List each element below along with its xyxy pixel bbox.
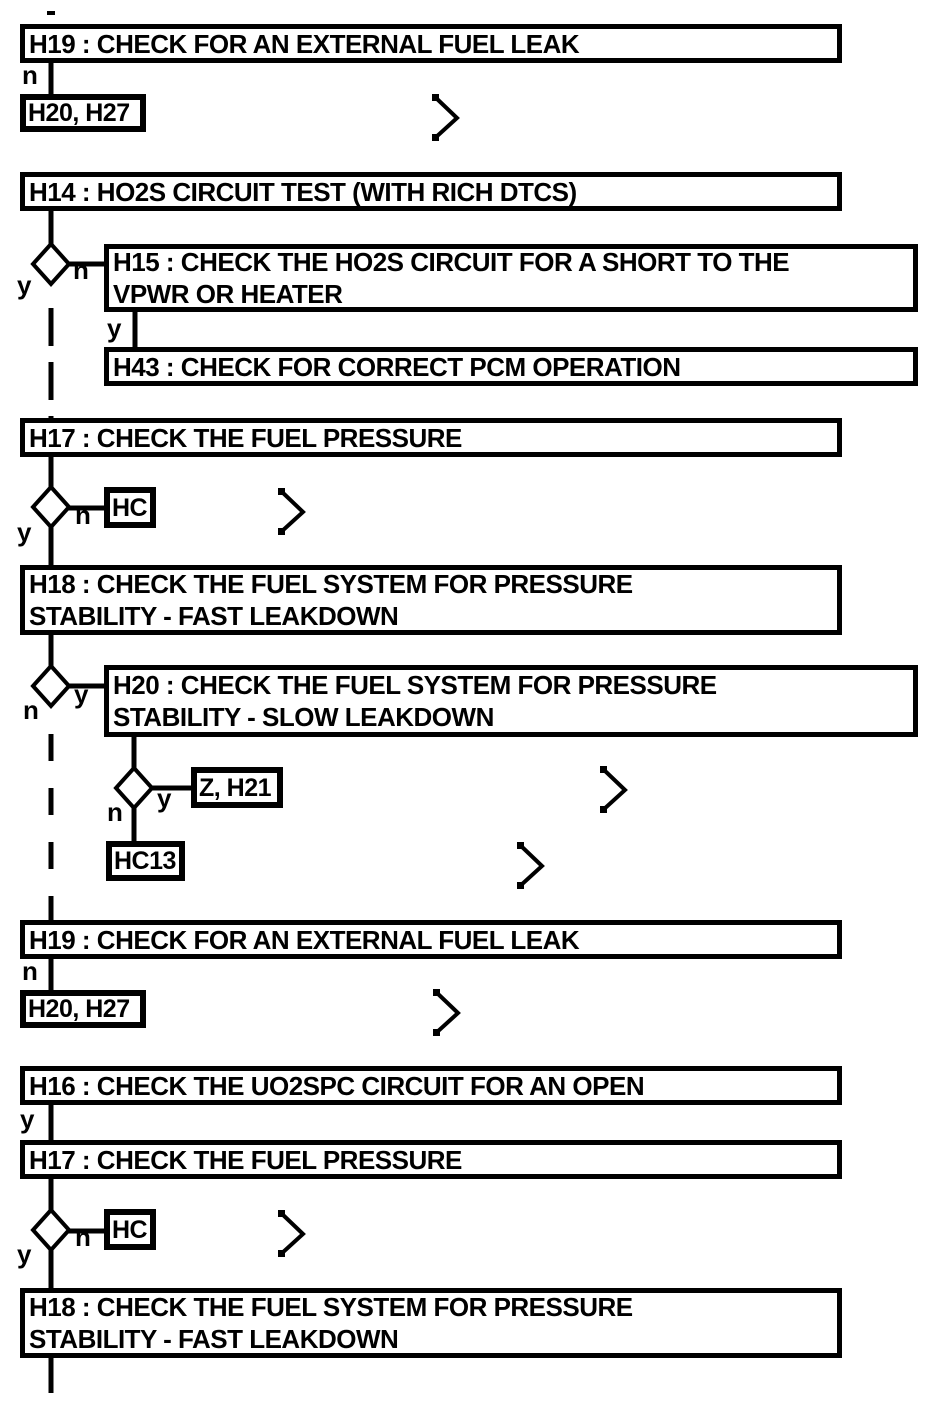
branch-label-yes: y — [20, 1104, 35, 1134]
step-label: H15 : CHECK THE HO2S CIRCUIT FOR A SHORT… — [113, 247, 790, 309]
ref-box-h20-h27-a: H20, H27 — [20, 94, 146, 132]
decision-diamond — [30, 663, 72, 709]
branch-label-yes: y — [157, 783, 172, 813]
branch-label-yes: y — [17, 1239, 32, 1269]
top-marker-dash — [47, 11, 55, 15]
branch-label-no: n — [75, 500, 91, 530]
decision-diamonds — [30, 241, 155, 1253]
step-label: H16 : CHECK THE UO2SPC CIRCUIT FOR AN OP… — [29, 1070, 645, 1101]
chevron-right-icon — [518, 843, 545, 888]
chevron-end-dots — [278, 94, 607, 1257]
branch-label-yes: y — [107, 313, 122, 343]
decision-diamond — [113, 765, 155, 811]
step-label: H18 : CHECK THE FUEL SYSTEM FOR PRESSURE… — [29, 1292, 633, 1354]
ref-box-hc-b: HC — [104, 1209, 156, 1250]
chevron-right-icon — [279, 489, 306, 534]
step-label: H19 : CHECK FOR AN EXTERNAL FUEL LEAK — [29, 924, 580, 955]
chevron-dot — [278, 488, 285, 495]
chevron-dot — [600, 806, 607, 813]
chevron-dot — [433, 989, 440, 996]
step-box-h17-b: H17 : CHECK THE FUEL PRESSURE — [20, 1140, 842, 1179]
chevron-dot — [432, 134, 439, 141]
ref-label: Z, H21 — [199, 773, 272, 802]
branch-label-yes: y — [17, 270, 32, 300]
branch-label-no: n — [23, 695, 39, 725]
decision-diamond — [30, 484, 72, 530]
ref-label: HC13 — [114, 847, 176, 875]
step-box-h18-a: H18 : CHECK THE FUEL SYSTEM FOR PRESSURE… — [20, 565, 842, 635]
ref-box-h20-h27-b: H20, H27 — [20, 990, 146, 1028]
branch-label-no: n — [22, 60, 38, 90]
step-label: H20 : CHECK THE FUEL SYSTEM FOR PRESSURE… — [113, 670, 717, 732]
branch-label-no: n — [22, 956, 38, 986]
chevron-dot — [278, 528, 285, 535]
step-box-h18-b: H18 : CHECK THE FUEL SYSTEM FOR PRESSURE… — [20, 1288, 842, 1358]
chevron-dot — [278, 1210, 285, 1217]
step-box-h19-a: H19 : CHECK FOR AN EXTERNAL FUEL LEAK — [20, 24, 842, 63]
ref-label: H20, H27 — [28, 995, 130, 1023]
continuation-chevrons — [279, 95, 628, 1256]
chevron-right-icon — [433, 95, 460, 140]
chevron-right-icon — [434, 990, 461, 1035]
step-box-h17-a: H17 : CHECK THE FUEL PRESSURE — [20, 418, 842, 457]
ref-label: HC — [112, 493, 148, 522]
step-label: H43 : CHECK FOR CORRECT PCM OPERATION — [113, 351, 681, 382]
ref-label: HC — [112, 1215, 148, 1244]
chevron-dot — [600, 766, 607, 773]
step-box-h14: H14 : HO2S CIRCUIT TEST (WITH RICH DTCS) — [20, 172, 842, 211]
decision-diamond — [30, 1207, 72, 1253]
step-box-h15: H15 : CHECK THE HO2S CIRCUIT FOR A SHORT… — [104, 244, 918, 312]
ref-box-hc13: HC13 — [106, 841, 185, 881]
ref-box-z-h21: Z, H21 — [191, 767, 283, 808]
step-label: H19 : CHECK FOR AN EXTERNAL FUEL LEAK — [29, 28, 580, 59]
chevron-dot — [433, 1029, 440, 1036]
chevron-right-icon — [279, 1211, 306, 1256]
step-box-h16: H16 : CHECK THE UO2SPC CIRCUIT FOR AN OP… — [20, 1066, 842, 1105]
decision-diamond — [30, 241, 72, 287]
step-label: H17 : CHECK THE FUEL PRESSURE — [29, 422, 462, 453]
step-label: H17 : CHECK THE FUEL PRESSURE — [29, 1144, 462, 1175]
ref-box-hc-a: HC — [104, 487, 156, 528]
branch-label-yes: y — [17, 517, 32, 547]
step-label: H14 : HO2S CIRCUIT TEST (WITH RICH DTCS) — [29, 176, 577, 207]
step-box-h20: H20 : CHECK THE FUEL SYSTEM FOR PRESSURE… — [104, 665, 918, 737]
chevron-right-icon — [601, 767, 628, 812]
step-label: H18 : CHECK THE FUEL SYSTEM FOR PRESSURE… — [29, 569, 633, 631]
chevron-dot — [432, 94, 439, 101]
branch-label-no: n — [75, 1222, 91, 1252]
branch-label-no: n — [107, 797, 123, 827]
branch-label-no: n — [73, 255, 89, 285]
chevron-dot — [278, 1250, 285, 1257]
step-box-h43: H43 : CHECK FOR CORRECT PCM OPERATION — [104, 347, 918, 386]
step-box-h19-b: H19 : CHECK FOR AN EXTERNAL FUEL LEAK — [20, 920, 842, 959]
branch-label-yes: y — [74, 679, 89, 709]
chevron-dot — [517, 842, 524, 849]
ref-label: H20, H27 — [28, 99, 130, 127]
chevron-dot — [517, 882, 524, 889]
